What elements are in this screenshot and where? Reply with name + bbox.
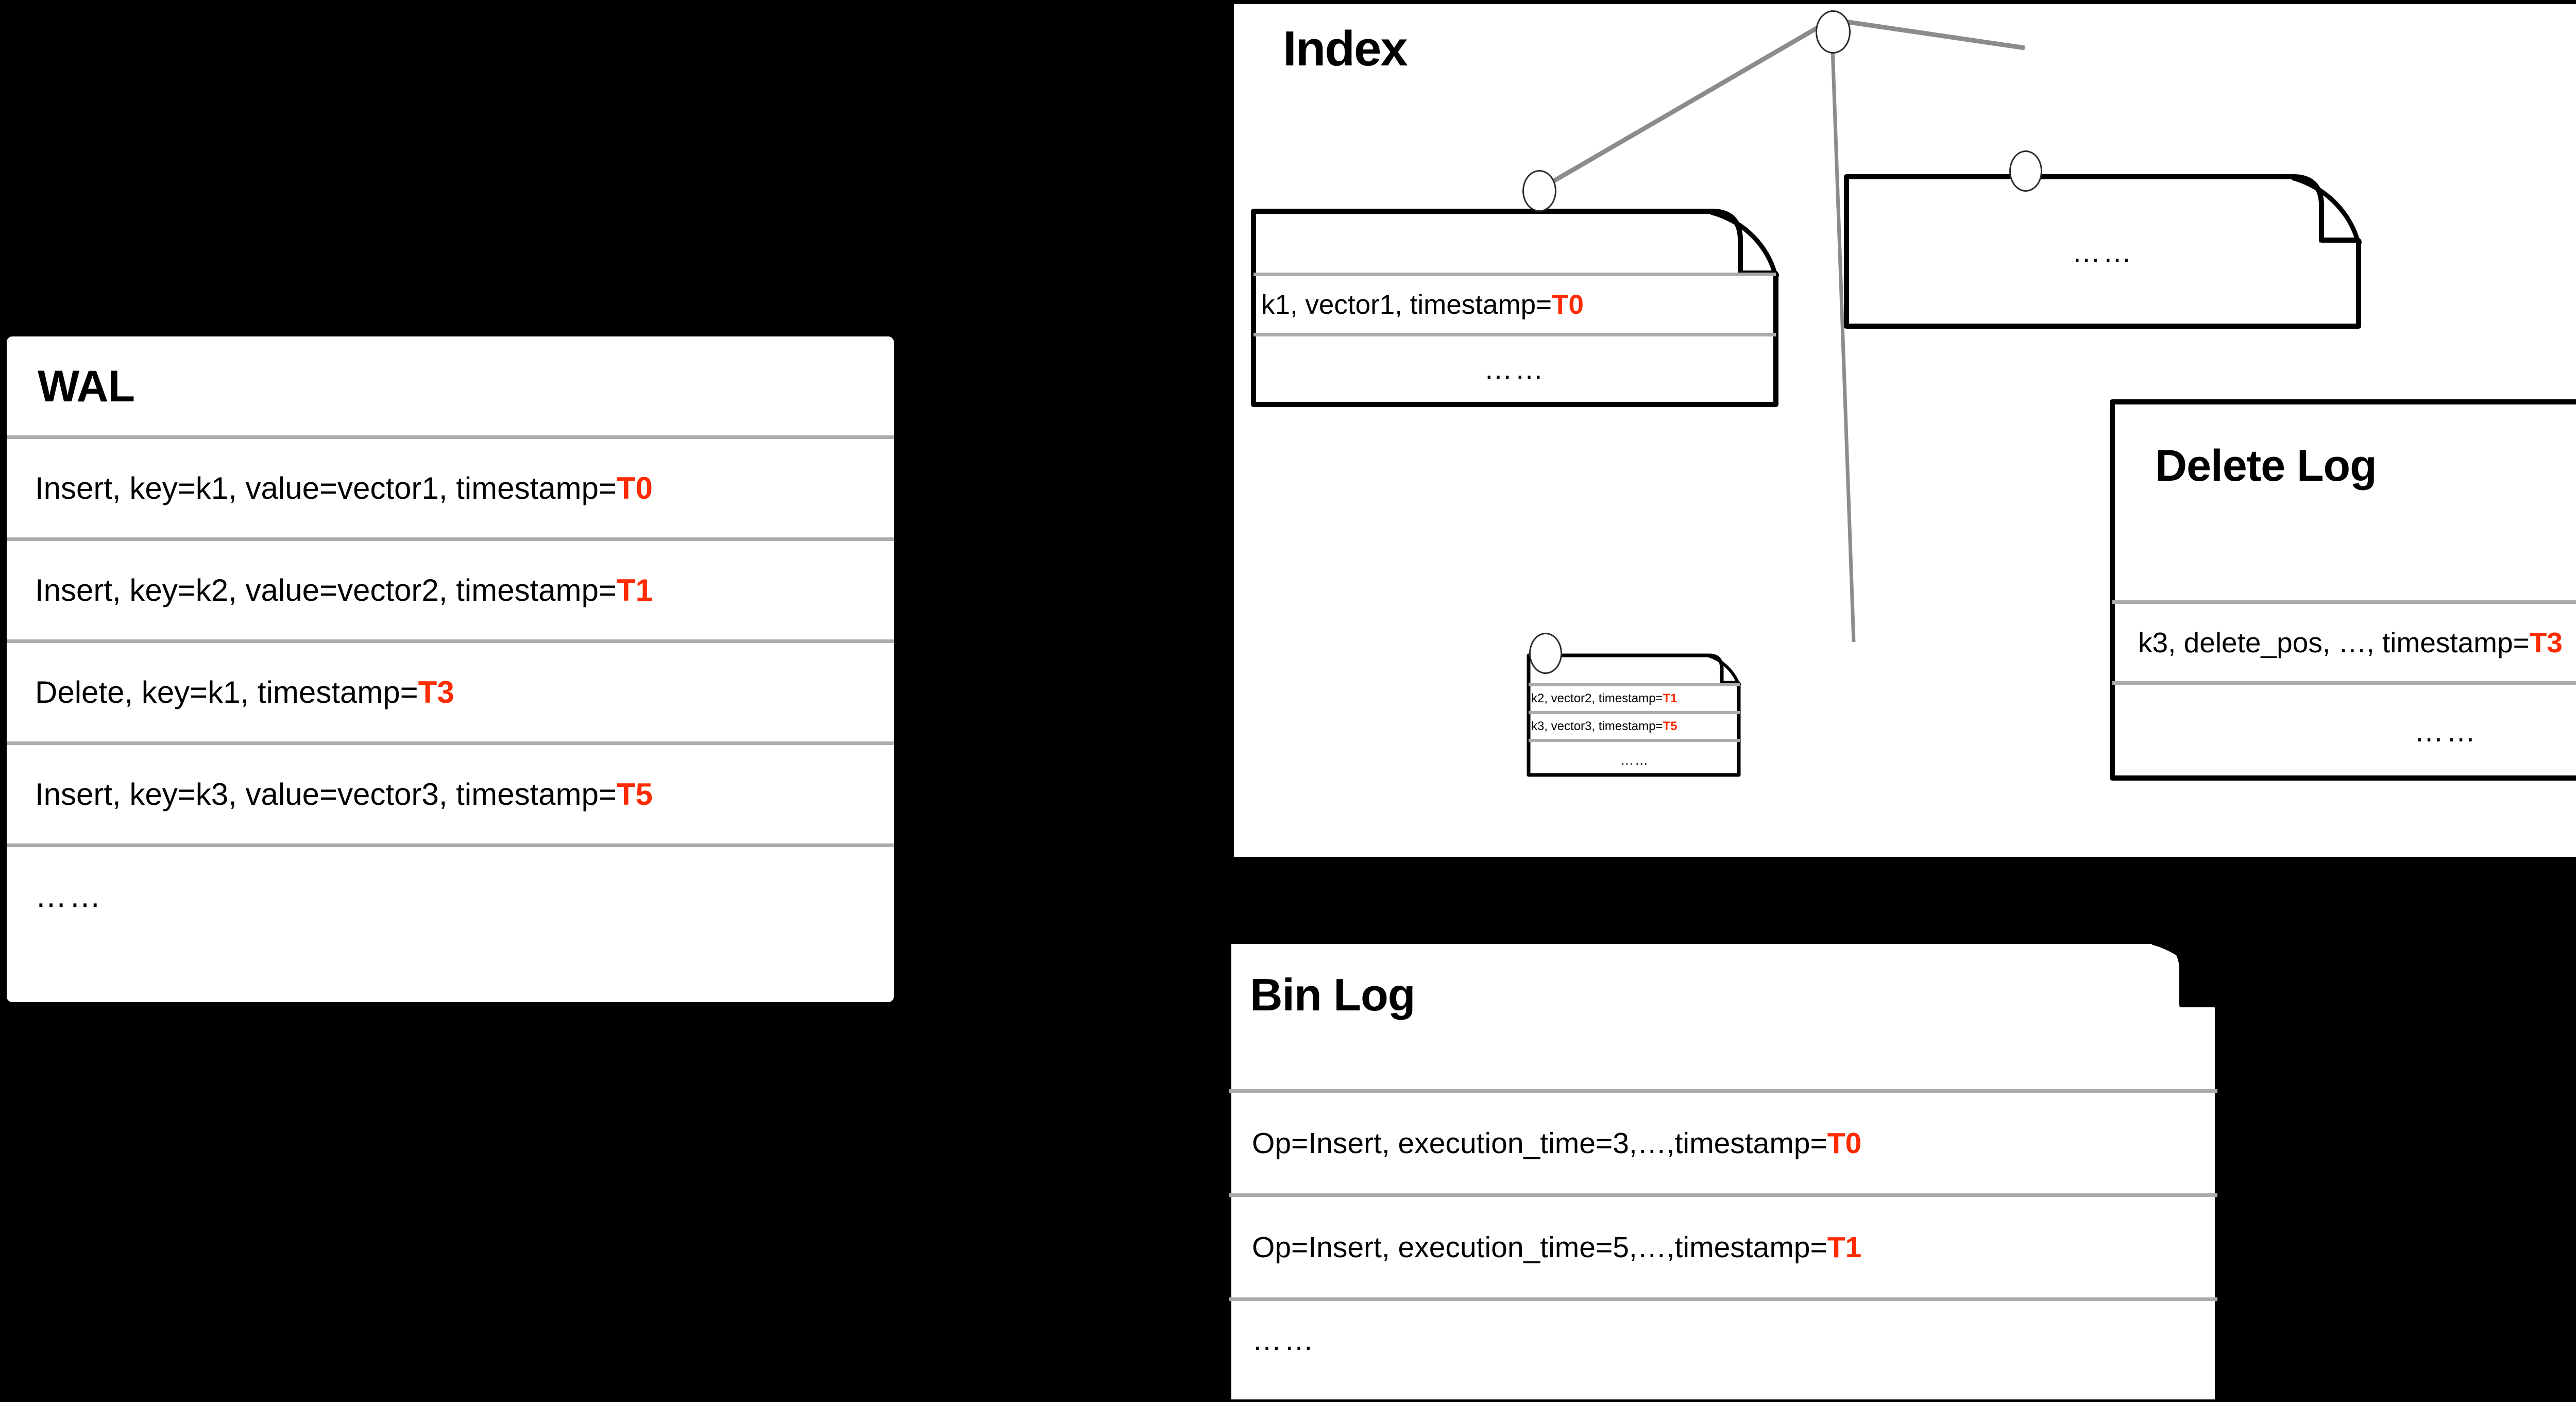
wal-entry-2-text: Delete, key=k1, timestamp= [35,675,418,710]
wal-entry-3-text: Insert, key=k3, value=vector3, timestamp… [35,777,617,812]
doc-body: Bin Log Op=Insert, execution_time=3,…,ti… [1226,939,2226,1402]
bin-log-row-1: Op=Insert, execution_time=5,…,timestamp=… [1226,1197,2226,1297]
divider [7,435,894,439]
divider [7,639,894,643]
doc-outline [1844,174,2362,329]
divider [7,537,894,541]
index-leaf-k1-row: k1, vector1, timestamp=T0 [1251,276,1778,333]
bin-log-row-0-text: Op=Insert, execution_time=3,…,timestamp= [1252,1126,1827,1160]
divider [1529,683,1740,686]
divider [2112,600,2576,604]
doc-outline [1226,939,2221,1402]
delete-log-card: Delete Log k3, delete_pos, …, timestamp=… [2110,399,2576,781]
ellipsis-text: …… [35,879,103,914]
bin-log-title: Bin Log [1250,969,1415,1020]
index-leaf-k2-row: k2, vector2, timestamp=T1 [1527,686,1743,711]
ellipsis-text: …… [2414,714,2478,748]
index-tree-root-node [1816,10,1851,54]
index-leaf-k1-ellipsis: …… [1251,336,1778,401]
bin-log-row-1-text: Op=Insert, execution_time=5,…,timestamp= [1252,1230,1827,1264]
index-leaf-k2-text: k2, vector2, timestamp= [1531,691,1663,705]
divider [2112,681,2576,685]
wal-entry-ellipsis: …… [7,847,894,945]
index-leaf-k3-row: k3, vector3, timestamp=T5 [1527,714,1743,739]
divider [7,741,894,745]
index-tree-right-node [2009,150,2042,192]
divider [1253,273,1776,276]
index-leaf-k3-timestamp: T5 [1663,719,1677,733]
wal-entry-1: Insert, key=k2, value=vector2, timestamp… [7,541,894,639]
doc-body: …… [1844,174,2362,329]
wal-title: WAL [38,362,135,411]
wal-entry-2: Delete, key=k1, timestamp=T3 [7,643,894,741]
wal-card: WAL Insert, key=k1, value=vector1, times… [5,335,895,1004]
index-leaf-k1-text: k1, vector1, timestamp= [1261,289,1552,320]
divider [1229,1089,2217,1093]
bin-log-row-0: Op=Insert, execution_time=3,…,timestamp=… [1226,1093,2226,1193]
divider [1229,1193,2217,1197]
bin-log-row-0-timestamp: T0 [1827,1126,1862,1160]
bin-log-card: Bin Log Op=Insert, execution_time=3,…,ti… [1226,939,2226,1402]
wal-entry-0: Insert, key=k1, value=vector1, timestamp… [7,439,894,537]
index-title: Index [1283,21,1408,76]
doc-body: k2, vector2, timestamp=T1 k3, vector3, t… [1527,653,1743,777]
wal-entry-0-timestamp: T0 [616,471,653,505]
divider [1253,333,1776,336]
index-leaf-k1-timestamp: T0 [1552,289,1584,320]
index-tree-left-node [1522,170,1556,212]
divider [1529,739,1740,742]
wal-entry-1-text: Insert, key=k2, value=vector2, timestamp… [35,573,617,607]
index-tree-edges [1537,17,2025,643]
ellipsis-text: …… [1484,352,1546,385]
divider [7,843,894,847]
index-tree-bottom-node [1529,633,1562,674]
wal-entry-2-timestamp: T3 [418,675,454,710]
wal-entry-1-timestamp: T1 [616,573,653,607]
delete-log-ellipsis: …… [2110,685,2576,778]
doc-body: k1, vector1, timestamp=T0 …… [1251,209,1778,407]
index-leaf-k3-text: k3, vector3, timestamp= [1531,719,1663,733]
divider [1229,1297,2217,1301]
index-leaf-more: …… [1844,174,2362,329]
index-leaf-k1: k1, vector1, timestamp=T0 …… [1251,209,1779,407]
wal-entry-3-timestamp: T5 [616,777,653,812]
ellipsis-text: …… [2072,235,2134,268]
index-leaf-k2k3-ellipsis: …… [1527,742,1743,778]
wal-entry-0-text: Insert, key=k1, value=vector1, timestamp… [35,471,617,505]
bin-log-ellipsis: …… [1226,1301,2226,1378]
delete-log-timestamp: T3 [2529,627,2563,658]
wal-header: WAL [7,336,894,435]
wal-entry-3: Insert, key=k3, value=vector3, timestamp… [7,745,894,843]
index-leaf-k2-timestamp: T1 [1663,691,1677,705]
delete-log-row: k3, delete_pos, …, timestamp=T3 [2110,604,2576,681]
delete-log-title: Delete Log [2155,441,2377,491]
index-leaf-k2k3-box: k2, vector2, timestamp=T1 k3, vector3, t… [1527,653,1743,777]
doc-body: Delete Log k3, delete_pos, …, timestamp=… [2110,399,2576,781]
ellipsis-text: …… [1252,1323,1316,1357]
divider [1529,711,1740,714]
bin-log-row-1-timestamp: T1 [1827,1230,1862,1264]
ellipsis-text: …… [1620,752,1649,768]
delete-log-row-text: k3, delete_pos, …, timestamp= [2138,627,2530,658]
